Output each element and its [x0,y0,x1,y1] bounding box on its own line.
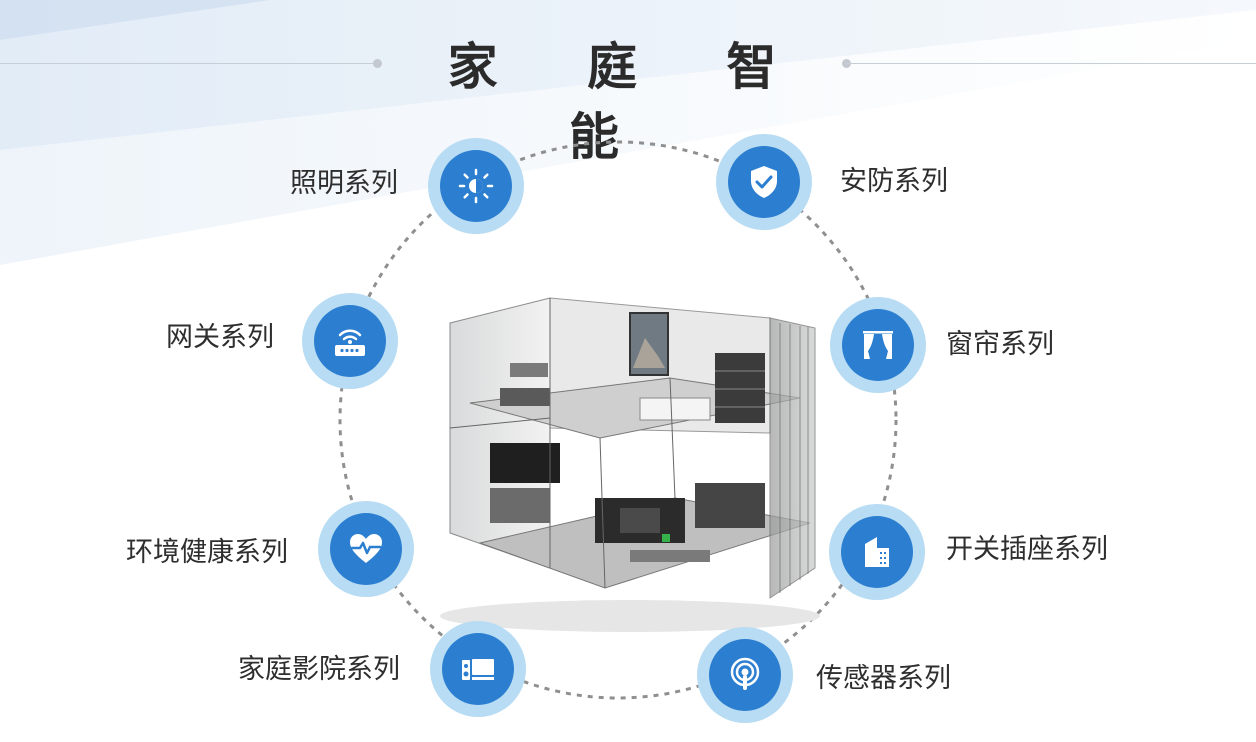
sensor-system-label: 传感器系列 [816,663,951,694]
sensor-system-node[interactable] [697,627,793,723]
switch-socket-system-node[interactable] [829,504,925,600]
house-cutaway-illustration [440,297,820,632]
title-divider-left [0,63,378,64]
gateway-system-label: 网关系列 [166,322,274,353]
security-system-label: 安防系列 [840,166,948,197]
title-divider-right [846,63,1256,64]
lighting-system-label: 照明系列 [290,168,398,199]
page-title: 家 庭 智 能 [447,38,813,166]
sun-icon [458,168,494,204]
curtain-system-node[interactable] [830,297,926,393]
title-divider-dot-left [373,59,382,68]
home-theater-system-label: 家庭影院系列 [238,654,400,685]
curtain-system-label: 窗帘系列 [946,329,1054,360]
building-icon [865,537,889,567]
shield-check-icon [751,166,777,198]
heart-pulse-icon [350,534,382,563]
environment-health-system-node[interactable] [318,501,414,597]
environment-health-system-label: 环境健康系列 [126,537,288,568]
lighting-system-node[interactable] [428,138,524,234]
switch-socket-system-label: 开关插座系列 [946,534,1108,565]
gateway-system-node[interactable] [302,293,398,389]
router-wifi-icon [335,329,365,356]
home-theater-system-node[interactable] [430,621,526,717]
tv-speaker-icon [462,659,494,680]
curtain-icon [863,331,893,359]
sensor-signal-icon [730,657,760,690]
security-system-node[interactable] [716,134,812,230]
